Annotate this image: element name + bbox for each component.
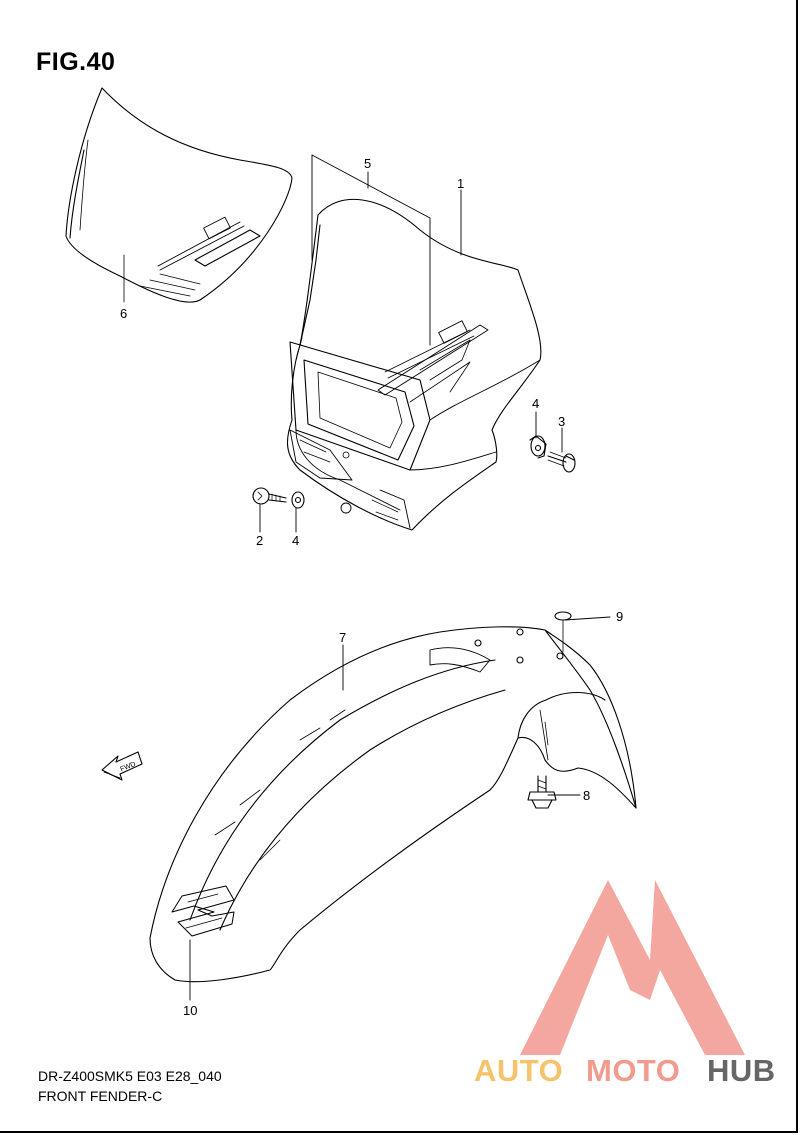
watermark-logo-icon <box>520 880 745 1055</box>
decal-set-bracket-part-5 <box>311 154 431 346</box>
collar-part-4-right <box>529 435 547 459</box>
figure-title: FIG.40 <box>36 48 116 76</box>
callout-5: 5 <box>364 156 371 171</box>
screw-part-2 <box>252 487 287 505</box>
windscreen-part-6 <box>65 87 293 303</box>
leader-lines <box>189 189 611 1001</box>
bolt-part-8 <box>527 775 557 809</box>
callout-10: 10 <box>183 1003 197 1018</box>
windscreen-decal-text <box>157 216 245 271</box>
watermark-auto: AUTO <box>474 1053 564 1088</box>
callout-labels: 1 2 3 4 4 5 6 7 8 9 10 FWD <box>119 156 623 1018</box>
suzuki-emblem-part-10 <box>171 885 235 937</box>
fwd-arrow-icon <box>101 751 143 781</box>
callout-4-right: 4 <box>532 396 539 411</box>
headlight-cowl-part-1 <box>286 198 542 531</box>
footer-section-name: FRONT FENDER-C <box>38 1088 163 1104</box>
collar-part-4-left <box>291 491 305 509</box>
grommet-part-9 <box>554 611 572 653</box>
callout-1: 1 <box>457 176 464 191</box>
screw-part-3 <box>547 451 576 473</box>
watermark-hub: HUB <box>707 1053 776 1088</box>
callout-9: 9 <box>616 609 623 624</box>
callout-3: 3 <box>558 414 565 429</box>
callout-2: 2 <box>256 533 263 548</box>
footer-model-code: DR-Z400SMK5 E03 E28_040 <box>38 1068 222 1084</box>
callout-4-left: 4 <box>292 533 299 548</box>
callout-7: 7 <box>339 630 346 645</box>
front-fender-part-7 <box>149 626 637 983</box>
watermark-moto: MOTO <box>586 1053 681 1088</box>
callout-6: 6 <box>120 306 127 321</box>
callout-8: 8 <box>583 788 590 803</box>
